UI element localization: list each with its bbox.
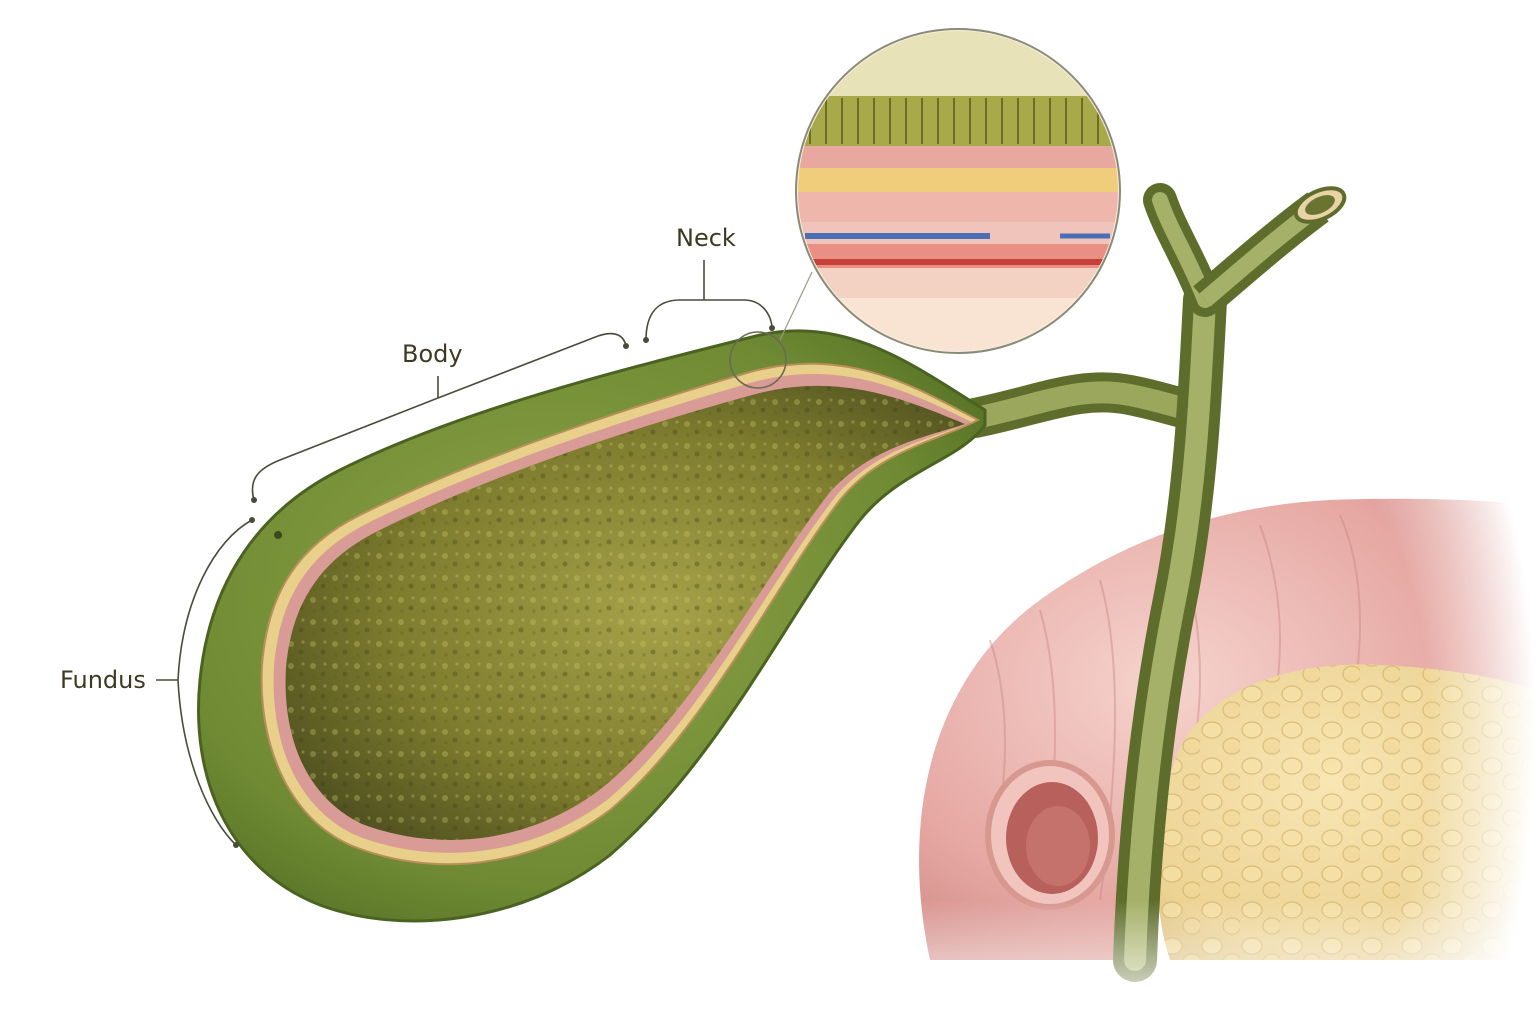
muscle-layer bbox=[798, 168, 1118, 192]
lamina-propria-layer bbox=[798, 146, 1118, 168]
neck-annotation: Neck bbox=[643, 224, 775, 343]
fundus-label: Fundus bbox=[60, 666, 146, 694]
serosa-layer bbox=[798, 268, 1118, 298]
epithelium-layer bbox=[798, 96, 1118, 146]
body-annotation: Body bbox=[251, 332, 629, 503]
bile-ducts bbox=[955, 183, 1347, 982]
gallbladder bbox=[197, 271, 987, 923]
neck-label: Neck bbox=[676, 224, 736, 252]
wall-histology-inset bbox=[795, 28, 1121, 354]
fundus-annotation: Fundus bbox=[60, 517, 255, 848]
body-label: Body bbox=[402, 340, 463, 368]
histology-magnifier-icon bbox=[729, 331, 787, 389]
